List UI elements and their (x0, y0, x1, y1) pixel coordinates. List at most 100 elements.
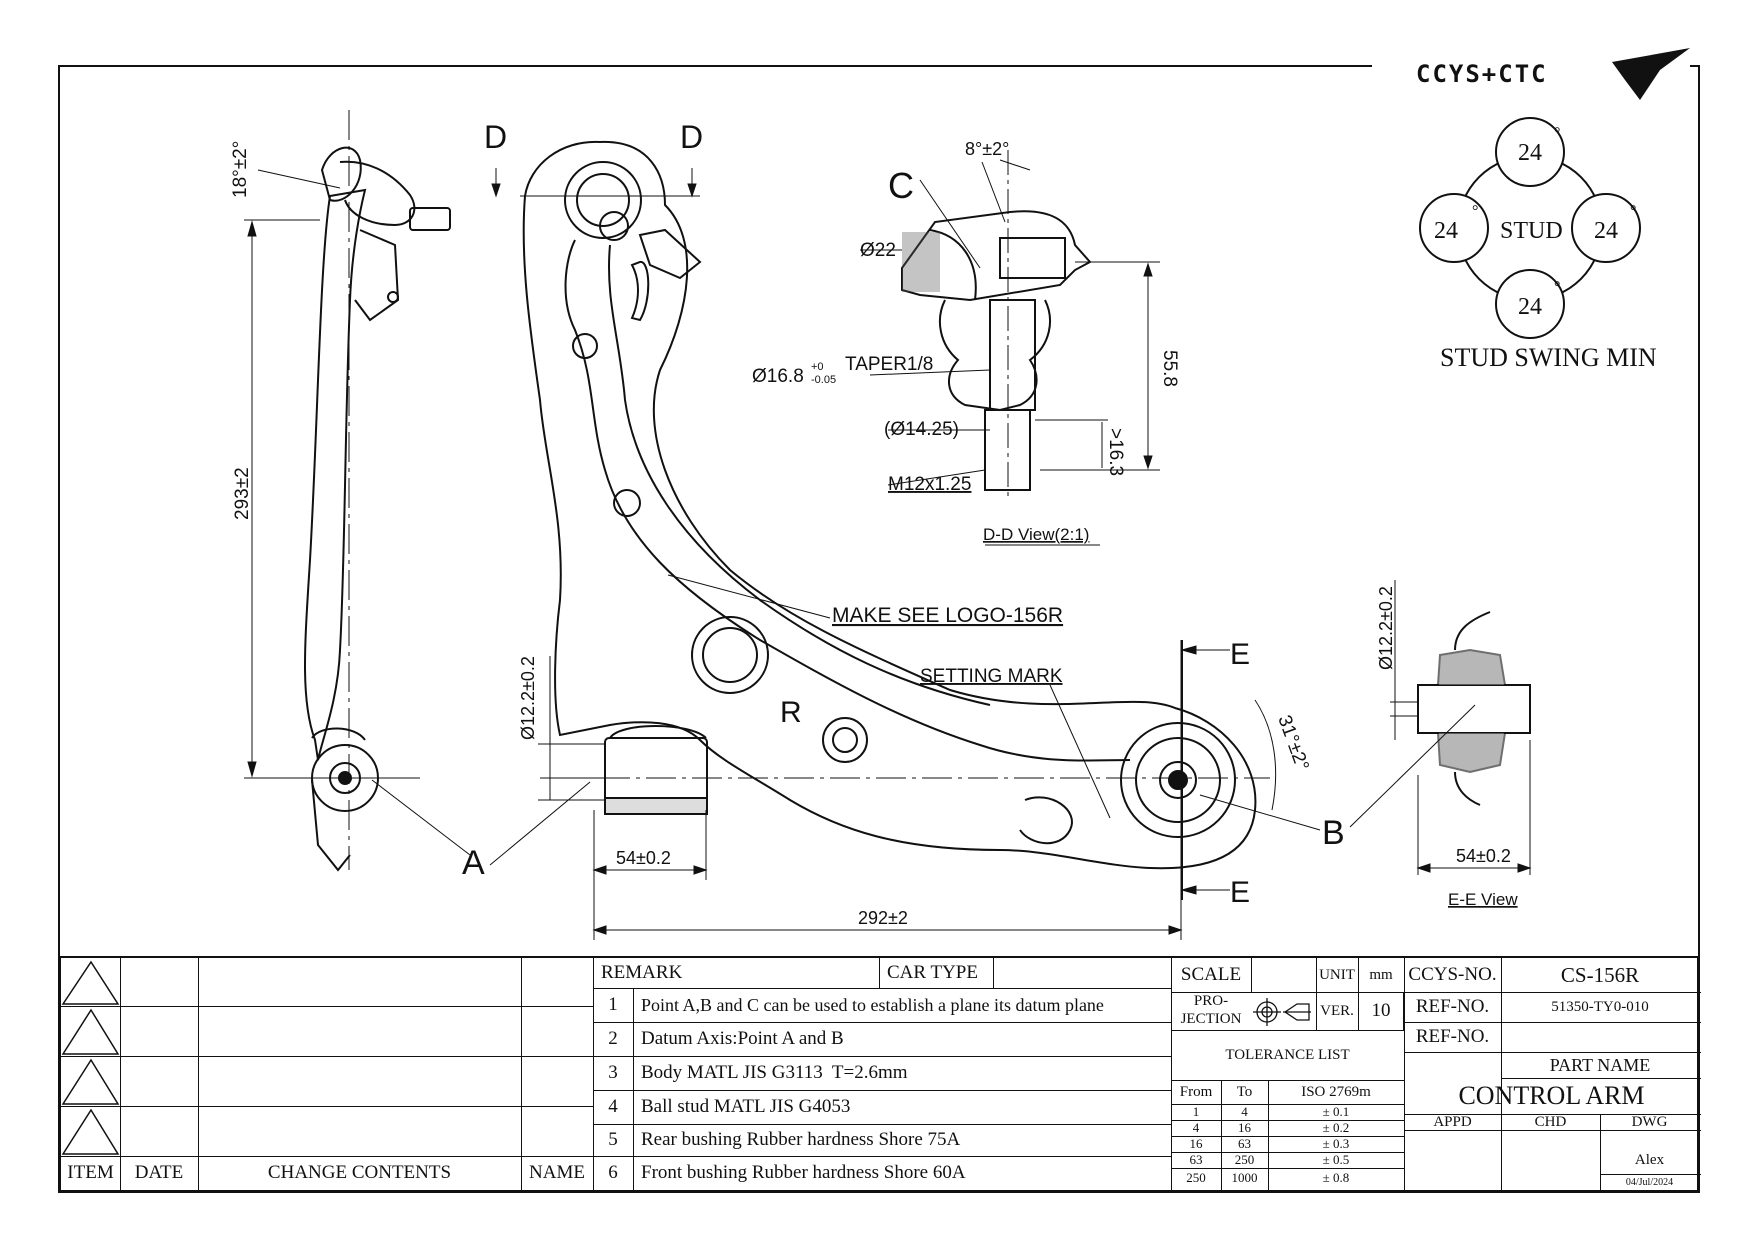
label-e-top: E (1230, 638, 1250, 671)
remark-no: 2 (608, 1028, 618, 1049)
brand-logo-text: CCYS+CTC (1416, 60, 1548, 88)
label-e-bottom: E (1230, 876, 1250, 909)
dia-12-2-left-label: Ø12.2±0.2 (518, 656, 538, 740)
tol-to: 63 (1238, 1136, 1251, 1151)
ccys-no-value: CS-156R (1560, 962, 1640, 987)
ee-dimensions (1349, 580, 1532, 875)
label-a: A (462, 844, 485, 882)
stud-swing-diagram (1419, 117, 1641, 339)
taper-label: TAPER1/8 (845, 354, 933, 375)
angle-8-label: 8°±2° (965, 139, 1009, 159)
ref-no-value: 51350-TY0-010 (1551, 998, 1649, 1015)
ref-no-label: REF-NO. (1415, 996, 1490, 1017)
tol-from: 63 (1189, 1152, 1203, 1167)
ver-label: VER. (1320, 1002, 1354, 1019)
angle-31-label: 31°±2° (1273, 713, 1312, 774)
dd-section-view (901, 210, 1092, 491)
car-type-header: CAR TYPE (887, 962, 978, 983)
remark-text: Front bushing Rubber hardness Shore 60A (641, 1162, 966, 1183)
tol-from: 250 (1186, 1170, 1206, 1185)
tol-from: 1 (1192, 1104, 1200, 1119)
tol-from: 4 (1192, 1120, 1200, 1135)
ref-no2-value (1501, 1022, 1699, 1052)
unit-label: UNIT (1319, 966, 1355, 983)
tol-to-header: To (1236, 1083, 1253, 1100)
remark-text: Datum Axis:Point A and B (641, 1028, 844, 1049)
ref-no2-label: REF-NO. (1415, 1026, 1490, 1047)
swing-bottom-value: 24 (1518, 294, 1542, 320)
dim-55-8-label: 55.8 (1159, 350, 1180, 387)
tol-to: 250 (1234, 1152, 1255, 1167)
dim-54-right-label: 54±0.2 (1456, 846, 1511, 866)
swing-center-label: STUD (1500, 218, 1563, 244)
part-name-label: PART NAME (1549, 1054, 1651, 1075)
projection-label-2: JECTION (1180, 1011, 1242, 1027)
dim-16-3-label: >16.3 (1105, 428, 1126, 476)
dia-12-2-right-label: Ø12.2±0.2 (1376, 586, 1396, 670)
setting-mark-label: SETTING MARK (920, 666, 1063, 687)
name-header: NAME (529, 1162, 585, 1183)
title-block: ITEM DATE CHANGE CONTENTS NAME REMARK CA… (59, 956, 1701, 1192)
remark-text: Rear bushing Rubber hardness Shore 75A (641, 1129, 961, 1150)
ccys-no-label: CCYS-NO. (1408, 964, 1497, 985)
swing-bottom-degree: ° (1554, 279, 1560, 296)
dia-16-8-tol-lower: -0.05 (811, 374, 836, 386)
dim-54-left-label: 54±0.2 (616, 848, 671, 868)
swing-left-degree: ° (1472, 203, 1478, 220)
swing-left-value: 24 (1434, 218, 1458, 244)
swing-right-degree: ° (1630, 203, 1636, 220)
tol-value: ± 0.3 (1322, 1136, 1350, 1151)
side-view-dimensions (244, 110, 471, 870)
tol-iso-header: ISO 2769m (1301, 1083, 1371, 1100)
tol-value: ± 0.5 (1322, 1152, 1350, 1167)
dia-16-8-tol-upper: +0 (811, 361, 824, 373)
dia-16-8-label: Ø16.8 (752, 366, 804, 387)
drawing-frame (58, 65, 1700, 1193)
ver-value: 10 (1371, 1000, 1391, 1021)
dim-293-label: 293±2 (232, 467, 253, 520)
swing-top-degree: ° (1554, 125, 1560, 142)
dwg-label: DWG (1631, 1113, 1668, 1130)
date-header: DATE (134, 1162, 184, 1183)
main-dimensions (489, 168, 1321, 940)
drawn-by: Alex (1634, 1151, 1665, 1168)
label-b: B (1322, 814, 1345, 852)
remark-no: 4 (608, 1096, 618, 1117)
dd-dimensions (860, 150, 1160, 546)
thread-label: M12x1.25 (888, 474, 971, 495)
change-contents-header: CHANGE CONTENTS (267, 1162, 452, 1183)
tol-from-header: From (1179, 1083, 1213, 1100)
dim-292-label: 292±2 (858, 908, 908, 928)
control-arm-top-view (522, 140, 1257, 870)
stud-swing-caption: STUD SWING MIN (1440, 343, 1657, 372)
remark-text: Body MATL JIS G3113 T=2.6mm (641, 1062, 908, 1083)
drawing-date: 04/Jul/2024 (1625, 1176, 1674, 1188)
tol-value: ± 0.8 (1322, 1170, 1350, 1185)
dia-14-25-label: (Ø14.25) (884, 419, 959, 440)
tol-to: 4 (1241, 1104, 1248, 1119)
remark-text: Ball stud MATL JIS G4053 (641, 1096, 851, 1117)
swing-top-value: 24 (1518, 140, 1542, 166)
label-c: C (888, 165, 914, 206)
revision-triangles (61, 960, 120, 1155)
tol-from: 16 (1189, 1136, 1203, 1151)
angle-18-label: 18°±2° (230, 141, 251, 198)
dd-view-caption: D-D View(2:1) (983, 525, 1089, 544)
chd-label: CHD (1534, 1113, 1567, 1130)
logo-note-label: MAKE SEE LOGO-156R (832, 604, 1063, 627)
brand-logo: CCYS+CTC (1416, 48, 1690, 100)
tolerance-title: TOLERANCE LIST (1225, 1046, 1350, 1063)
remark-header: REMARK (601, 962, 683, 983)
remark-no: 5 (608, 1129, 618, 1150)
label-d-right: D (680, 119, 703, 155)
scale-label: SCALE (1180, 964, 1242, 985)
tol-value: ± 0.2 (1322, 1120, 1350, 1135)
remark-no: 3 (608, 1062, 618, 1083)
item-header: ITEM (67, 1162, 114, 1183)
tol-to: 1000 (1231, 1170, 1258, 1185)
appd-label: APPD (1433, 1113, 1472, 1130)
remark-text: Point A,B and C can be used to establish… (641, 994, 1104, 1015)
label-d-left: D (484, 119, 507, 155)
part-name-value: CONTROL ARM (1458, 1081, 1645, 1110)
